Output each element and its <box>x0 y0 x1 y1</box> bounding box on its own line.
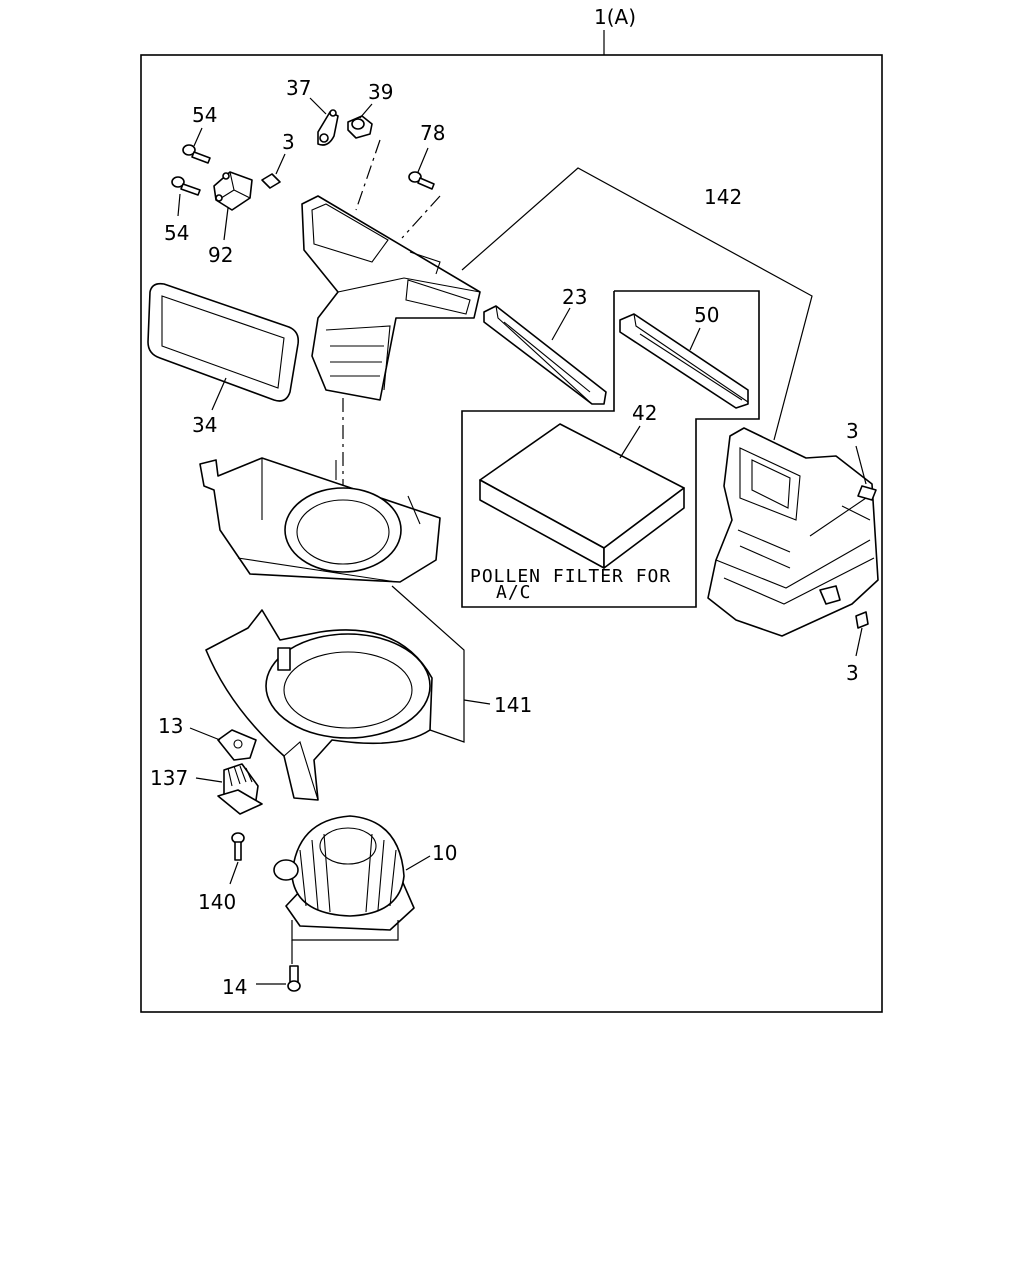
clip-3-right-bottom[interactable] <box>855 611 869 629</box>
callout-39: 39 <box>368 80 393 104</box>
resistor-137[interactable] <box>217 763 263 815</box>
servo-39[interactable] <box>347 115 373 139</box>
callout-3-right-top: 3 <box>846 419 859 443</box>
screw-78[interactable] <box>408 171 435 190</box>
screw-140[interactable] <box>231 832 245 861</box>
callout-78: 78 <box>420 121 445 145</box>
filter-note-line1: POLLEN FILTER FOR <box>470 566 671 587</box>
callout-42: 42 <box>632 401 657 425</box>
gasket-13[interactable] <box>217 729 257 761</box>
blower-case-upper[interactable] <box>199 457 441 583</box>
callout-37: 37 <box>286 76 311 100</box>
callout-140: 140 <box>198 890 236 914</box>
callout-50: 50 <box>694 303 719 327</box>
diagram-frame <box>140 54 883 1013</box>
filter-subframe <box>461 290 760 608</box>
callout-3-top: 3 <box>282 130 295 154</box>
evaporator-housing-142[interactable] <box>707 427 879 637</box>
callout-34: 34 <box>192 413 217 437</box>
callout-3-right-bottom: 3 <box>846 661 859 685</box>
callout-92: 92 <box>208 243 233 267</box>
screw-54-top[interactable] <box>182 144 211 164</box>
callout-10: 10 <box>432 841 457 865</box>
link-lever-37[interactable] <box>317 109 339 146</box>
clip-3-top[interactable] <box>261 173 281 189</box>
air-filter-23[interactable] <box>483 305 607 405</box>
callout-23: 23 <box>562 285 587 309</box>
actuator-92[interactable] <box>213 171 253 211</box>
blower-motor-10[interactable] <box>273 815 415 931</box>
callout-54-top: 54 <box>192 103 217 127</box>
gasket-34[interactable] <box>147 282 300 402</box>
pollen-filter-42[interactable] <box>479 423 685 569</box>
blower-case-lower[interactable] <box>205 609 433 801</box>
callout-137: 137 <box>150 766 188 790</box>
filter-frame-50[interactable] <box>619 313 749 409</box>
filter-note-line2: A/C <box>496 582 532 603</box>
callout-142: 142 <box>704 185 742 209</box>
callout-14: 14 <box>222 975 247 999</box>
callout-54-bottom: 54 <box>164 221 189 245</box>
intake-duct-upper[interactable] <box>301 195 481 401</box>
assembly-label: 1(A) <box>594 5 636 29</box>
screw-14[interactable] <box>287 965 301 992</box>
callout-141: 141 <box>494 693 532 717</box>
screw-54-bottom[interactable] <box>171 176 201 196</box>
callout-13: 13 <box>158 714 183 738</box>
clip-3-right-top[interactable] <box>857 485 877 501</box>
